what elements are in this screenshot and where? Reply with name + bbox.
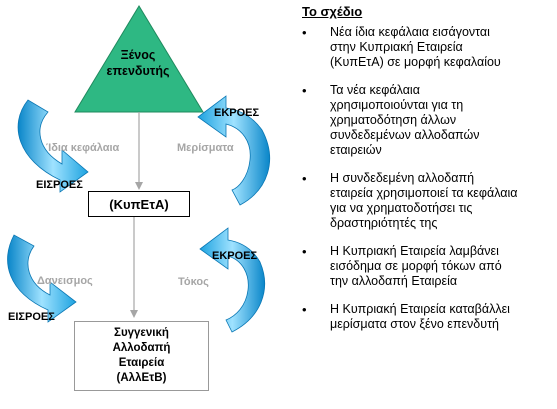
flow-label-interest: Τόκος [178,276,209,288]
bullet-icon: • [302,244,307,259]
direction-label-outflows-bottom: ΕΚΡΟΕΣ [212,250,258,262]
kypeta-box-label: (ΚυπΕτΑ) [109,196,169,212]
plan-item-line: Η Κυπριακή Εταιρεία καταβάλλει [330,302,510,316]
connector-arrowhead-2 [130,310,138,318]
allet-box-line3: Εταιρεία [118,357,165,369]
flow-label-lending: Δανεισμος [37,275,93,287]
curved-arrow-outflows-top [197,95,270,206]
plan-item-line: εταιρειών [330,143,382,157]
plan-item-line: Τα νέα κεφάλαια [330,83,420,97]
connector-arrowhead-1 [135,182,143,190]
plan-item-line: (ΚυπΕτΑ) σε μορφή κεφαλαίου [330,55,501,69]
direction-label-outflows-top: ΕΚΡΟΕΣ [214,107,260,119]
allet-box-line1: Συγγενική [114,327,169,339]
plan-item-line: χρησιμοποιούνται για τη [330,98,464,112]
investor-label-line1: Ξένος [120,48,156,62]
plan-item-line: την αλλοδαπή Εταιρεία [330,274,458,288]
direction-label-inflows-bottom: ΕΙΣΡΟΕΣ [8,311,55,323]
plan-item-line: στην Κυπριακή Εταιρεία [330,40,463,54]
allet-box-line2: Αλλοδαπή [112,342,171,354]
investor-label: Ξένος επενδυτής [68,47,208,79]
bullet-icon: • [302,171,307,186]
bullet-icon: • [302,25,307,40]
plan-item-line: μερίσματα στον ξένο επενδυτή [330,317,499,331]
bullet-icon: • [302,302,307,317]
plan-title: Το σχέδιο [302,4,363,19]
plan-item-line: Η συνδεδεμένη αλλοδαπή [330,171,475,185]
allet-box: Συγγενική Αλλοδαπή Εταιρεία (ΑλλΕτΒ) [74,321,209,391]
investor-label-line2: επενδυτής [106,64,170,78]
bullet-icon: • [302,83,307,98]
flow-label-own-capital: Ίδια κεφάλαια [46,142,120,154]
curved-arrow-inflows-bottom [7,234,77,323]
curved-arrow-inflows-top [17,99,89,193]
kypeta-box: (ΚυπΕτΑ) [88,191,190,217]
flow-diagram [7,5,270,333]
plan-item-line: δραστηριότητές της [330,216,438,230]
direction-label-inflows-top: ΕΙΣΡΟΕΣ [36,179,83,191]
plan-item-line: χρηματοδότηση άλλων [330,113,457,127]
flow-label-dividends: Μερίσματα [177,142,234,154]
plan-item-line: εταιρεία χρησιμοποιεί τα κεφάλαια [330,186,518,200]
plan-item-line: εισόδημα σε μορφή τόκων από [330,259,502,273]
plan-item-line: Νέα ίδια κεφάλαια εισάγονται [330,25,490,39]
plan-item-line: συνδεδεμένων αλλοδαπών [330,128,480,142]
plan-item-line: για να χρηματοδοτήσει τις [330,201,473,215]
allet-box-line4: (ΑλλΕτΒ) [116,372,167,384]
curved-arrow-outflows-bottom [199,227,265,333]
plan-item-line: Η Κυπριακή Εταιρεία λαμβάνει [330,244,499,258]
